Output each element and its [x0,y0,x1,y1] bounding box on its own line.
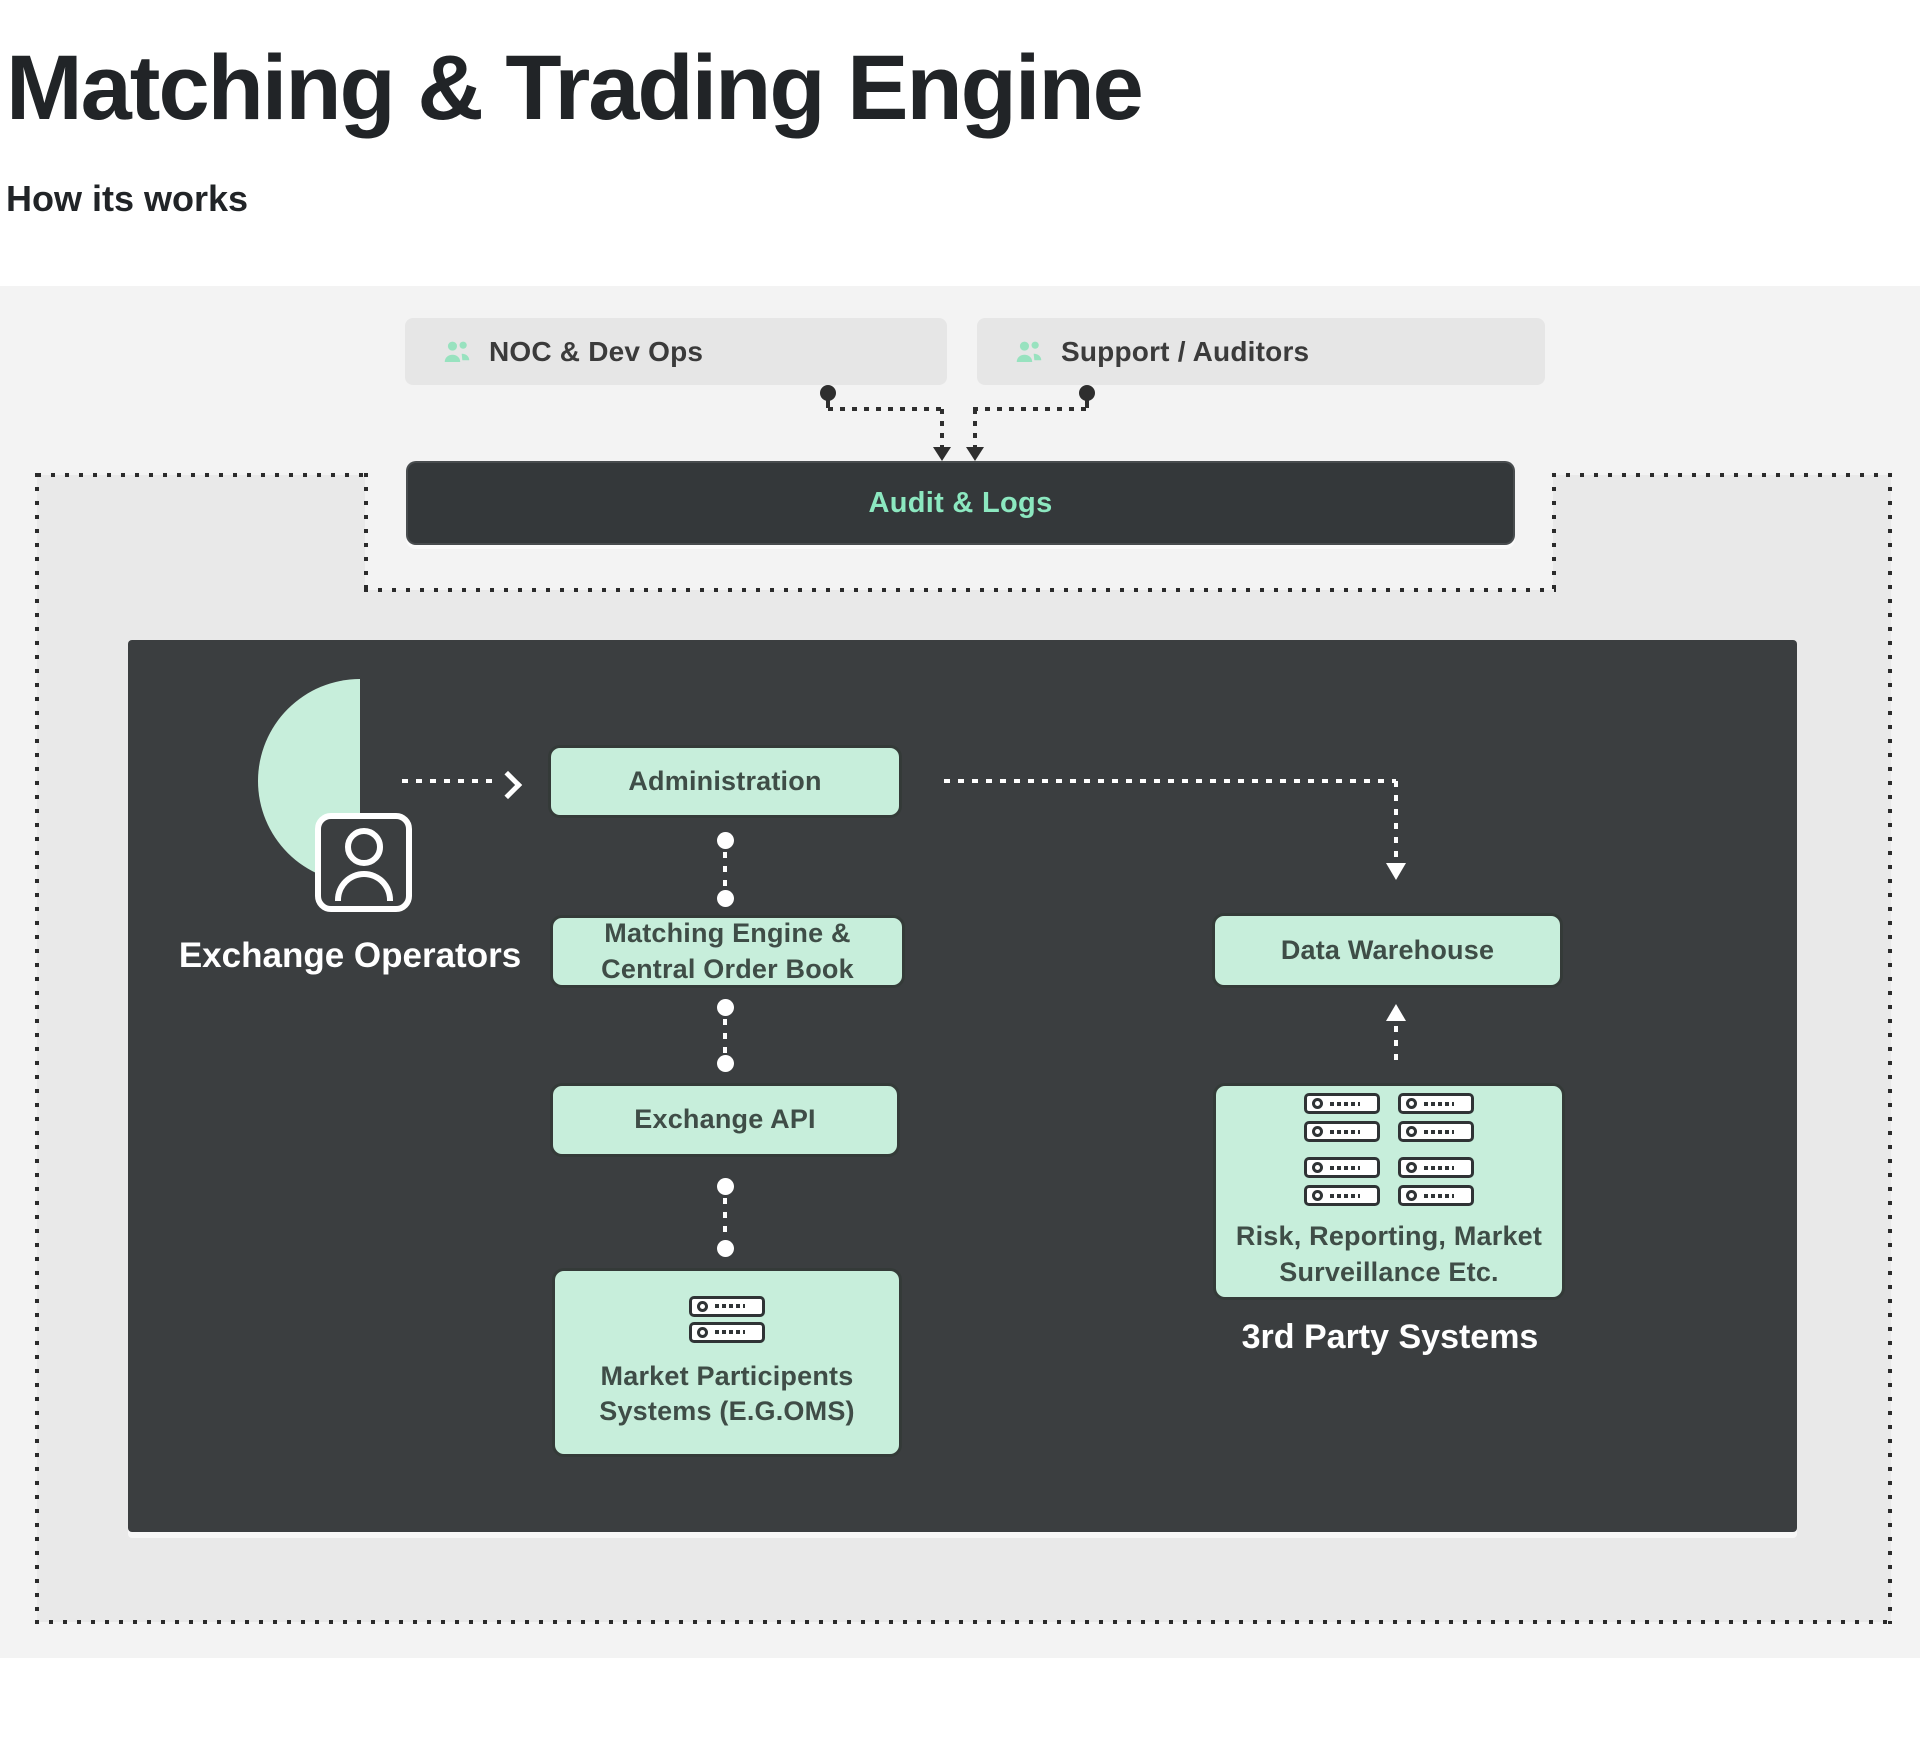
person-head [344,828,383,866]
node-data-warehouse: Data Warehouse [1212,913,1563,988]
server-icon [689,1295,765,1317]
arrowhead-support-down [966,447,984,461]
server-icon [1304,1093,1380,1115]
dotted-border-notch-right [1552,473,1556,590]
dotted-border-right [1888,473,1892,1624]
connector-dot [717,1055,734,1072]
page-subtitle: How its works [6,178,249,219]
users-icon [1013,336,1045,368]
server-icon [1304,1185,1380,1207]
node-matching-engine: Matching Engine & Central Order Book [550,915,905,988]
connector-line-support [973,407,1091,411]
connector-api-market [723,1198,727,1238]
connector-admin-matching [723,852,727,888]
person-body [334,871,393,901]
connector-line-noc [828,407,946,411]
connector-dot [717,999,734,1016]
users-icon [441,336,473,368]
connector-admin-dw-h [944,779,1396,783]
connector-stem-noc [826,399,830,408]
server-racks [1304,1093,1474,1207]
server-icon [689,1321,765,1343]
server-icon [1304,1121,1380,1143]
connector-dot [717,1240,734,1257]
third-party-label: 3rd Party Systems [1241,1318,1539,1356]
person-icon [315,813,412,912]
connector-stem-support [1085,399,1089,408]
dotted-region-tab-left [37,475,365,590]
server-icon [1304,1157,1380,1179]
connector-matching-api [723,1019,727,1053]
server-stack [689,1295,765,1343]
node-data-warehouse-label: Data Warehouse [1280,934,1495,965]
node-administration: Administration [548,745,902,818]
arrowhead-dw-up [1386,1004,1406,1021]
node-market-participants: Market Participents Systems (E.G.OMS) [552,1268,902,1457]
node-market-participants-label: Market Participents Systems (E.G.OMS) [599,1360,855,1426]
node-risk-reporting: Risk, Reporting, Market Surveillance Etc… [1213,1083,1565,1300]
server-icon [1398,1093,1474,1115]
dotted-border-top-left [37,473,367,477]
node-matching-engine-label: Matching Engine & Central Order Book [601,918,854,984]
actor-label-support: Support / Auditors [1061,335,1310,367]
server-icon [1398,1157,1474,1179]
server-icon [1398,1185,1474,1207]
connector-risk-dw [1394,1026,1398,1064]
arrowhead-noc-down [933,447,951,461]
connector-dot [717,832,734,849]
connector-line-support-v [973,409,977,447]
dotted-border-under-audit [364,588,1556,592]
connector-dot-noc [820,385,836,401]
dotted-border-top-right [1552,473,1891,477]
server-grid [1304,1093,1474,1143]
dotted-border-bottom [35,1620,1892,1624]
dotted-border-left [35,473,39,1624]
node-exchange-api: Exchange API [550,1083,900,1157]
node-exchange-api-label: Exchange API [634,1104,816,1135]
node-risk-reporting-label: Risk, Reporting, Market Surveillance Etc… [1235,1221,1543,1287]
connector-line-noc-v [940,409,944,447]
actor-box-noc: NOC & Dev Ops [405,318,947,385]
server-icon [1398,1121,1474,1143]
connector-operator-admin [402,779,500,783]
connector-dot [717,1178,734,1195]
connector-dot [717,890,734,907]
dotted-region-tab-right [1553,475,1891,590]
server-grid [1304,1157,1474,1207]
connector-admin-dw-v [1394,781,1398,861]
node-administration-label: Administration [628,765,822,796]
page-title: Matching & Trading Engine [6,37,1144,139]
operator-label: Exchange Operators [178,936,522,975]
arrowhead-dw-down [1386,863,1406,880]
actor-box-support: Support / Auditors [977,318,1545,385]
dotted-border-notch-left [364,473,368,590]
audit-logs-bar: Audit & Logs [406,461,1515,545]
actor-label-noc: NOC & Dev Ops [489,335,704,367]
connector-dot-support [1079,385,1095,401]
audit-logs-label: Audit & Logs [868,486,1053,519]
